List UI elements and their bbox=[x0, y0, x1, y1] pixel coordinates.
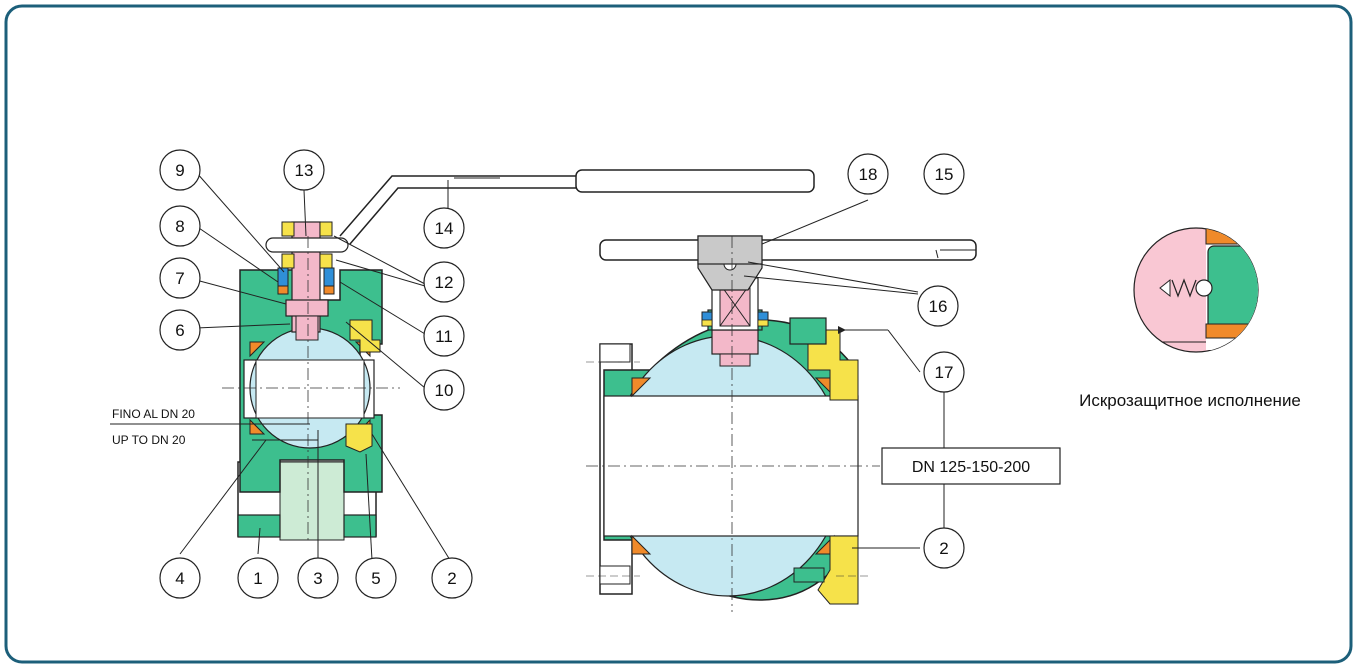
callout-4-circle bbox=[159, 557, 201, 599]
callout-18-circle bbox=[847, 153, 889, 195]
callout-9: 9 bbox=[175, 161, 184, 180]
callout-9-circle bbox=[159, 149, 201, 191]
callout-10: 10 bbox=[435, 381, 454, 400]
callout-14: 14 bbox=[435, 219, 454, 238]
detail-caption: Искрозащитное исполнение bbox=[1079, 391, 1301, 410]
callout-13-circle bbox=[283, 149, 325, 191]
callout-5-circle bbox=[355, 557, 397, 599]
callout-12-circle bbox=[423, 261, 465, 303]
large-valve-section bbox=[586, 235, 977, 612]
callout-8: 8 bbox=[175, 217, 184, 236]
upto-label: UP TO DN 20 bbox=[112, 433, 186, 447]
callout-7-circle bbox=[159, 257, 201, 299]
dn-box bbox=[881, 447, 1061, 485]
callout-4: 4 bbox=[175, 569, 184, 588]
callout-10-circle bbox=[423, 369, 465, 411]
callout-5: 5 bbox=[371, 569, 380, 588]
callout-16: 16 bbox=[929, 297, 948, 316]
callout-2b: 2 bbox=[939, 539, 948, 558]
arrow-head bbox=[838, 326, 846, 334]
callout-18: 18 bbox=[859, 165, 878, 184]
fino-label: FINO AL DN 20 bbox=[112, 407, 195, 421]
callout-2b-circle bbox=[923, 527, 965, 569]
callout-3: 3 bbox=[313, 569, 322, 588]
callout-1: 1 bbox=[253, 569, 262, 588]
dn-label: DN 125-150-200 bbox=[912, 459, 1030, 476]
callout-numbers: 9 8 7 6 13 14 12 11 10 4 1 3 5 2 18 15 1… bbox=[175, 161, 953, 588]
callout-circles bbox=[159, 149, 965, 599]
callout-6: 6 bbox=[175, 321, 184, 340]
callout-12: 12 bbox=[435, 273, 454, 292]
callout-16-circle bbox=[917, 285, 959, 327]
callout-8-circle bbox=[159, 205, 201, 247]
callout-17: 17 bbox=[935, 363, 954, 382]
small-valve-section bbox=[222, 169, 815, 541]
callout-7: 7 bbox=[175, 269, 184, 288]
callout-2-circle bbox=[431, 557, 473, 599]
callout-3-circle bbox=[297, 557, 339, 599]
callout-11: 11 bbox=[435, 327, 453, 346]
callout-1-circle bbox=[237, 557, 279, 599]
callout-14-circle bbox=[423, 207, 465, 249]
callout-6-circle bbox=[159, 309, 201, 351]
callout-11-circle bbox=[423, 315, 465, 357]
callout-15-circle bbox=[923, 153, 965, 195]
callout-15: 15 bbox=[935, 165, 954, 184]
callout-2: 2 bbox=[447, 569, 456, 588]
callout-17-circle bbox=[923, 351, 965, 393]
callout-13: 13 bbox=[295, 161, 314, 180]
